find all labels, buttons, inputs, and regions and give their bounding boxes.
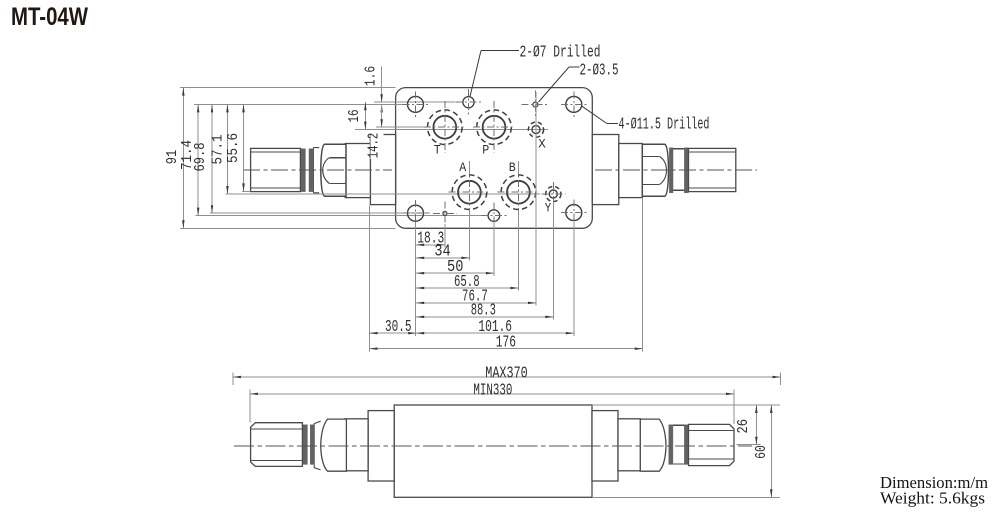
svg-text:T: T (434, 144, 441, 158)
svg-text:14.2: 14.2 (365, 133, 382, 158)
svg-text:4-Ø11.5 Drilled: 4-Ø11.5 Drilled (619, 116, 710, 135)
svg-text:26: 26 (735, 419, 752, 434)
svg-text:176: 176 (496, 334, 516, 353)
svg-text:B: B (509, 161, 516, 175)
svg-text:57.1: 57.1 (210, 135, 227, 165)
svg-text:71.4: 71.4 (179, 140, 196, 170)
svg-text:X: X (538, 137, 546, 151)
svg-text:Dimension:m/m: Dimension:m/m (880, 473, 988, 492)
svg-text:55.6: 55.6 (225, 133, 242, 163)
svg-text:69.8: 69.8 (192, 143, 209, 172)
svg-text:76.7: 76.7 (462, 288, 488, 307)
svg-text:30.5: 30.5 (385, 318, 412, 337)
svg-text:MIN330: MIN330 (473, 382, 512, 401)
svg-text:Y: Y (545, 201, 552, 215)
svg-text:1.6: 1.6 (363, 66, 380, 86)
svg-text:18.3: 18.3 (417, 230, 444, 249)
svg-text:MAX370: MAX370 (485, 365, 528, 384)
svg-text:101.6: 101.6 (478, 318, 512, 337)
svg-text:2-Ø7 Drilled: 2-Ø7 Drilled (520, 44, 601, 63)
svg-text:2-Ø3.5: 2-Ø3.5 (580, 62, 619, 81)
svg-text:88.3: 88.3 (471, 302, 496, 321)
svg-text:60: 60 (753, 445, 770, 459)
svg-text:65.8: 65.8 (454, 273, 480, 292)
svg-text:91: 91 (164, 150, 181, 165)
svg-text:34: 34 (434, 243, 450, 262)
svg-text:P: P (482, 144, 489, 158)
svg-text:Weight: 5.6kgs: Weight: 5.6kgs (880, 489, 985, 508)
svg-text:MT-04W: MT-04W (11, 3, 88, 31)
svg-text:A: A (459, 161, 466, 175)
svg-text:16: 16 (346, 109, 363, 122)
svg-text:50: 50 (447, 258, 463, 277)
